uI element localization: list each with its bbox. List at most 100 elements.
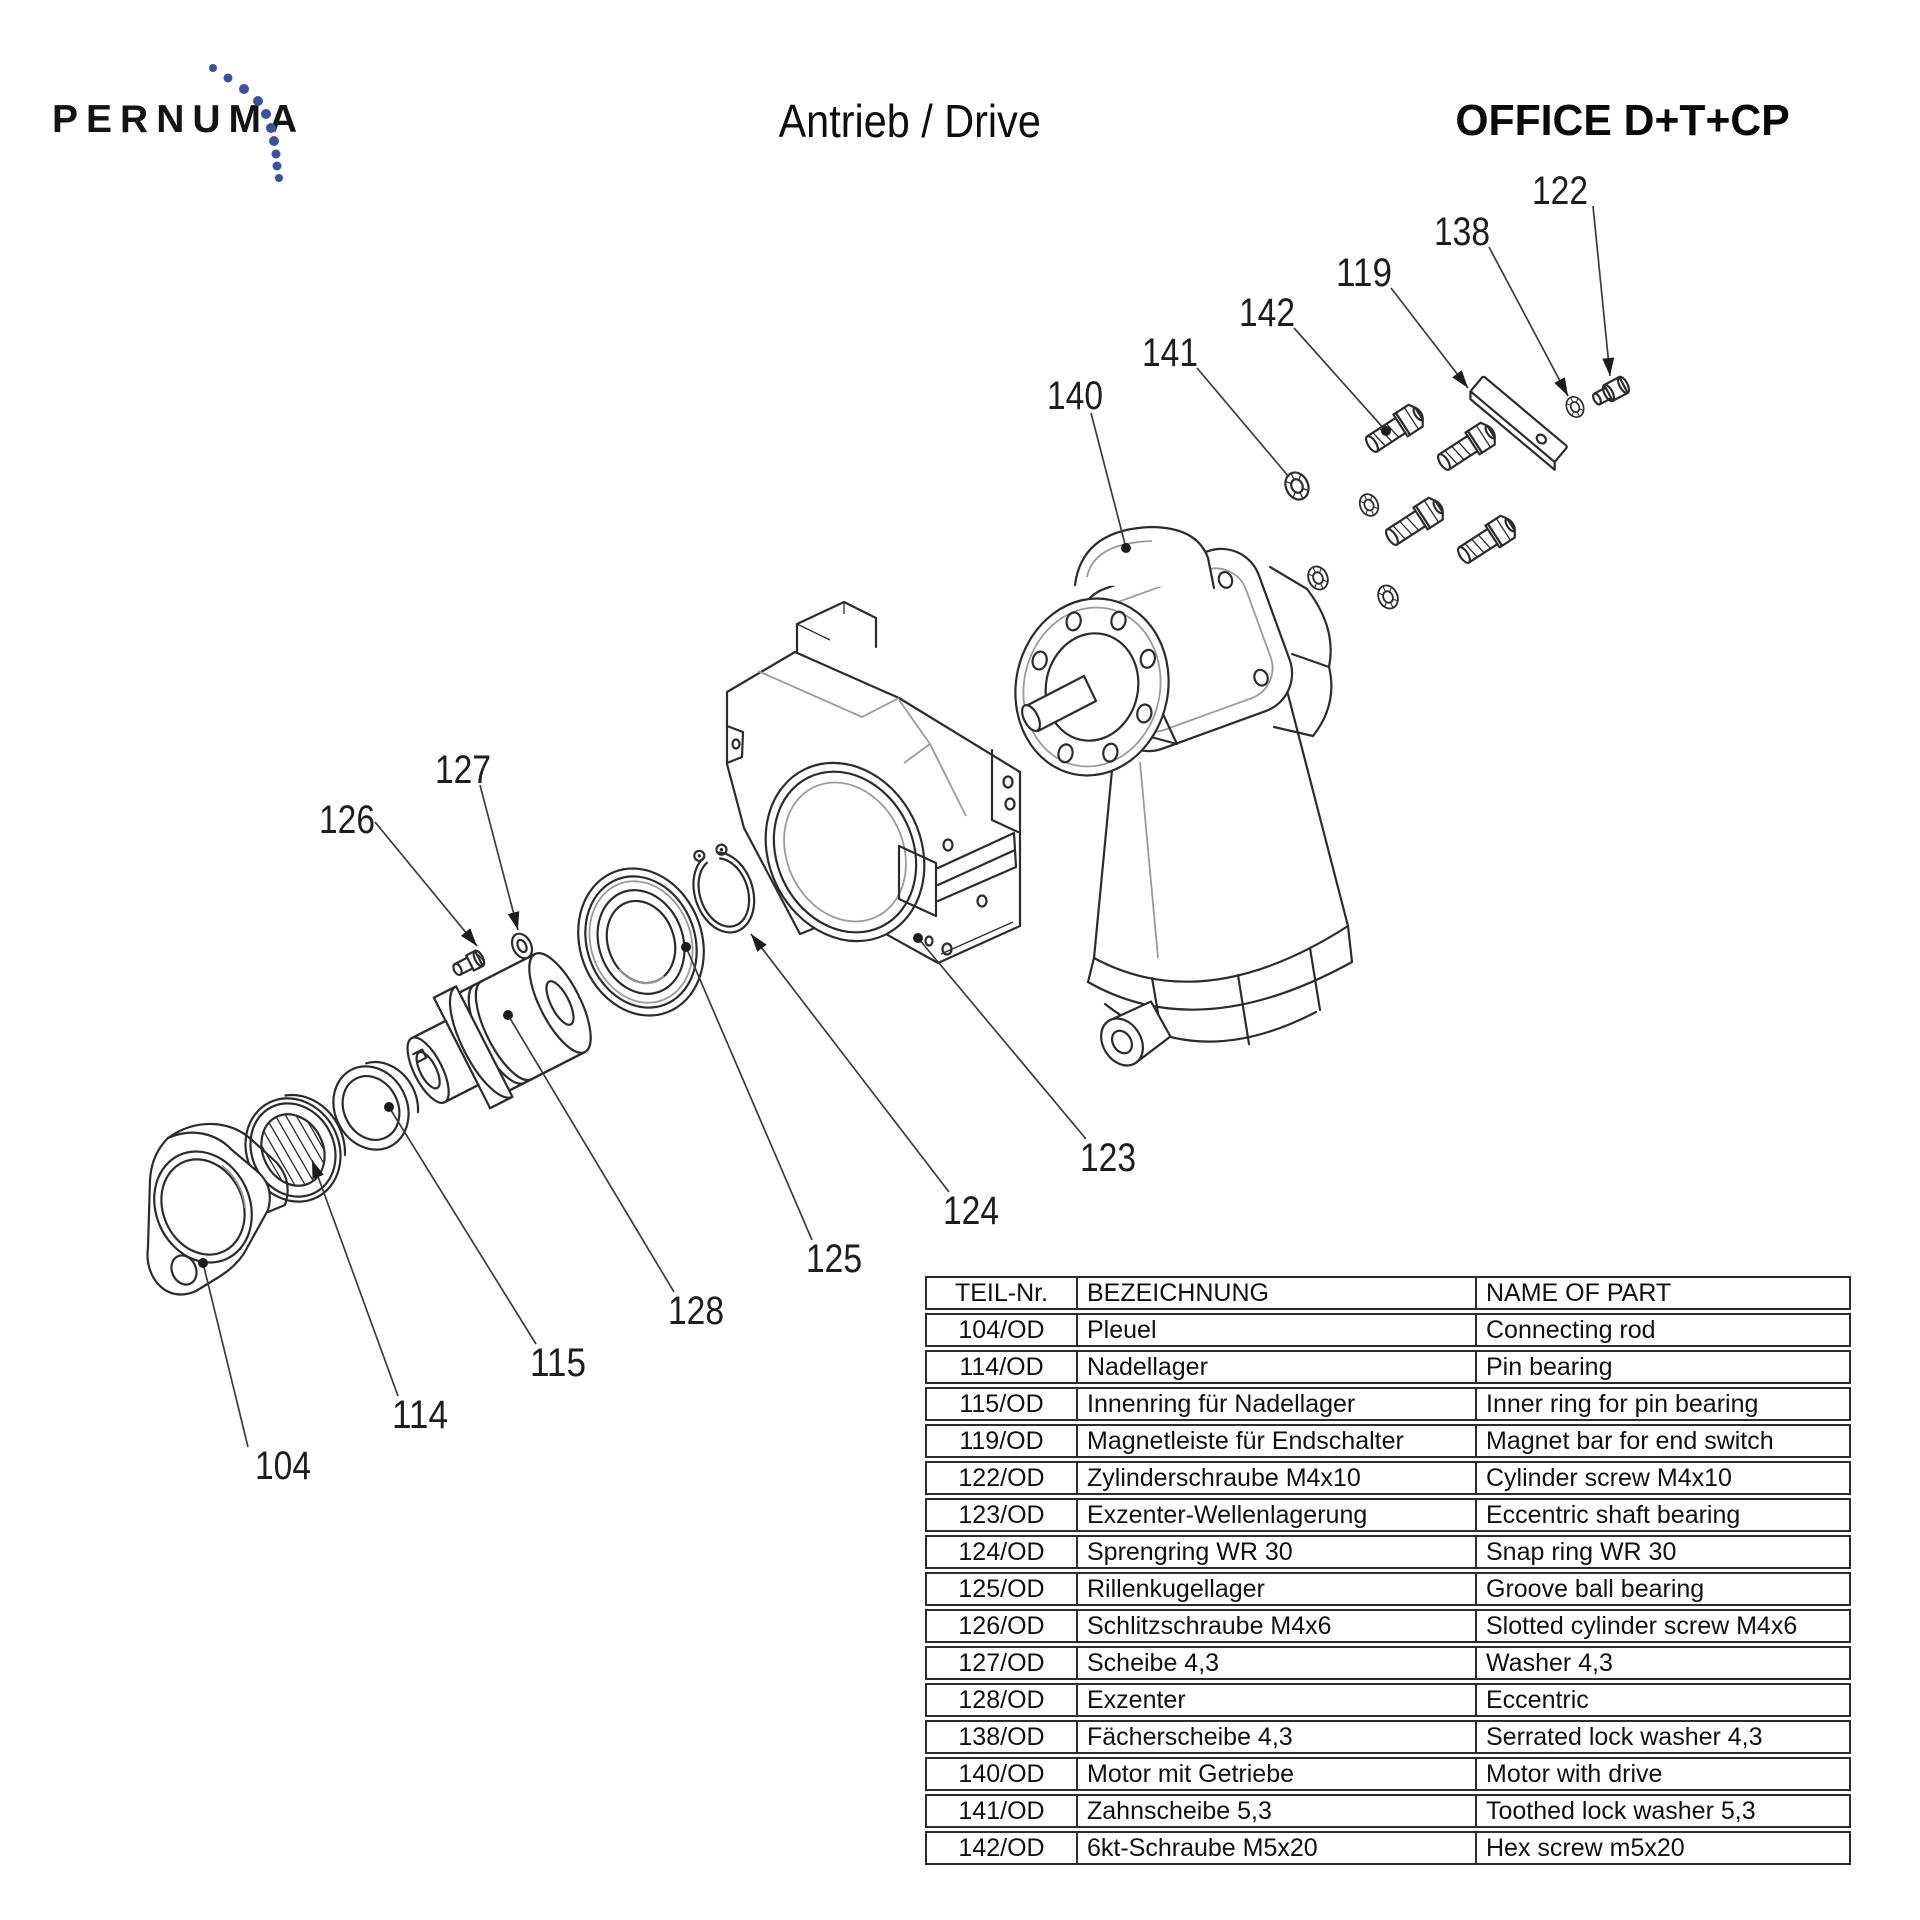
- column-header-name-of-part: NAME OF PART: [1475, 1276, 1851, 1310]
- leader-line-141: [1196, 367, 1290, 478]
- part-label-123: 123: [1080, 1136, 1136, 1180]
- description-de-cell: Fächerscheibe 4,3: [1076, 1720, 1475, 1754]
- parts-table: TEIL-Nr. BEZEICHNUNG NAME OF PART 104/OD…: [925, 1273, 1851, 1868]
- part-number-cell: 125/OD: [925, 1572, 1076, 1606]
- part-number-cell: 126/OD: [925, 1609, 1076, 1643]
- description-de-cell: Nadellager: [1076, 1350, 1475, 1384]
- leader-line-119: [1390, 287, 1469, 389]
- inner-ring-drawing: [332, 1060, 420, 1151]
- page-title: Antrieb / Drive: [778, 95, 1042, 147]
- leader-line-114: [311, 1159, 399, 1397]
- cylinder-screw-drawing: [1592, 375, 1631, 406]
- leader-dot-125: [681, 942, 691, 952]
- leader-arrow-119: [1452, 370, 1468, 388]
- description-de-cell: Scheibe 4,3: [1076, 1646, 1475, 1680]
- part-number-cell: 123/OD: [925, 1498, 1076, 1532]
- part-number-cell: 128/OD: [925, 1683, 1076, 1717]
- part-label-126: 126: [319, 798, 375, 842]
- leader-line-122: [1592, 205, 1611, 377]
- description-en-cell: Cylinder screw M4x10: [1475, 1461, 1851, 1495]
- description-en-cell: Inner ring for pin bearing: [1475, 1387, 1851, 1421]
- leader-line-126: [374, 821, 478, 947]
- part-label-104: 104: [255, 1444, 311, 1488]
- part-number-cell: 127/OD: [925, 1646, 1076, 1680]
- description-de-cell: Pleuel: [1076, 1313, 1475, 1347]
- description-en-cell: Eccentric: [1475, 1683, 1851, 1717]
- ball-bearing-drawing: [577, 867, 705, 1017]
- part-number-cell: 141/OD: [925, 1794, 1076, 1828]
- eccentric-drawing: [406, 952, 592, 1110]
- part-number-cell: 140/OD: [925, 1757, 1076, 1791]
- description-en-cell: Magnet bar for end switch: [1475, 1424, 1851, 1458]
- description-de-cell: Sprengring WR 30: [1076, 1535, 1475, 1569]
- part-label-140: 140: [1047, 374, 1103, 418]
- connecting-rod-drawing: [146, 1122, 289, 1296]
- magnet-bar-drawing: [1469, 375, 1568, 471]
- description-de-cell: Schlitzschraube M4x6: [1076, 1609, 1475, 1643]
- description-de-cell: Rillenkugellager: [1076, 1572, 1475, 1606]
- column-header-bezeichnung: BEZEICHNUNG: [1076, 1276, 1475, 1310]
- description-en-cell: Serrated lock washer 4,3: [1475, 1720, 1851, 1754]
- leader-arrow-122: [1602, 357, 1615, 376]
- part-label-125: 125: [806, 1237, 862, 1281]
- description-en-cell: Slotted cylinder screw M4x6: [1475, 1609, 1851, 1643]
- product-name: OFFICE D+T+CP: [1455, 96, 1790, 145]
- description-de-cell: Zylinderschraube M4x10: [1076, 1461, 1475, 1495]
- leader-line-104: [202, 1262, 249, 1448]
- leader-line-142: [1293, 327, 1387, 432]
- leader-line-123: [917, 937, 1087, 1140]
- leader-line-128: [507, 1014, 675, 1293]
- leader-line-127: [479, 784, 519, 931]
- part-label-127: 127: [435, 748, 491, 792]
- leader-arrow-138: [1554, 377, 1568, 396]
- leader-line-125: [685, 946, 813, 1241]
- part-label-142: 142: [1239, 291, 1295, 335]
- motor-with-drive-drawing: [1014, 525, 1354, 1067]
- description-en-cell: Motor with drive: [1475, 1757, 1851, 1791]
- leader-dot-104: [198, 1258, 208, 1268]
- part-number-cell: 114/OD: [925, 1350, 1076, 1384]
- part-number-cell: 138/OD: [925, 1720, 1076, 1754]
- leader-arrow-127: [507, 911, 520, 930]
- part-label-124: 124: [943, 1189, 999, 1233]
- part-label-122: 122: [1532, 169, 1588, 213]
- part-number-cell: 119/OD: [925, 1424, 1076, 1458]
- description-de-cell: Innenring für Nadellager: [1076, 1387, 1475, 1421]
- description-de-cell: Zahnscheibe 5,3: [1076, 1794, 1475, 1828]
- part-number-cell: 122/OD: [925, 1461, 1076, 1495]
- description-en-cell: Groove ball bearing: [1475, 1572, 1851, 1606]
- leader-dot-140: [1121, 543, 1131, 553]
- slotted-screw-drawing: [452, 949, 486, 977]
- description-de-cell: Magnetleiste für Endschalter: [1076, 1424, 1475, 1458]
- description-en-cell: Pin bearing: [1475, 1350, 1851, 1384]
- description-de-cell: 6kt-Schraube M5x20: [1076, 1831, 1475, 1865]
- part-label-115: 115: [530, 1341, 586, 1385]
- description-en-cell: Washer 4,3: [1475, 1646, 1851, 1680]
- logo-dots-arc: [209, 64, 283, 182]
- part-number-cell: 124/OD: [925, 1535, 1076, 1569]
- leader-line-124: [750, 933, 950, 1193]
- part-label-114: 114: [392, 1393, 448, 1437]
- part-labels-layer: 1041141151281251241231261271401411421191…: [198, 169, 1615, 1488]
- description-de-cell: Motor mit Getriebe: [1076, 1757, 1475, 1791]
- description-de-cell: Exzenter-Wellenlagerung: [1076, 1498, 1475, 1532]
- part-label-119: 119: [1336, 251, 1392, 295]
- leader-dot-115: [384, 1102, 394, 1112]
- washer-drawing: [510, 932, 534, 960]
- eccentric-shaft-bearing-drawing: [725, 600, 1022, 965]
